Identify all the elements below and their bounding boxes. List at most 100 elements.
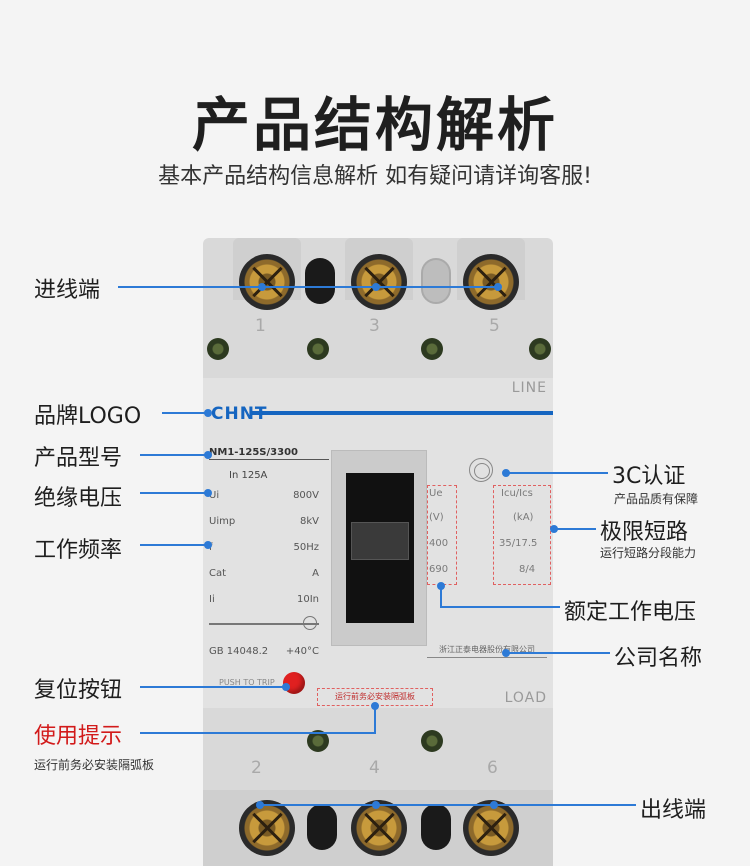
page-subtitle: 基本产品结构信息解析 如有疑问请详询客服! [158, 164, 592, 189]
callout-line [140, 686, 286, 688]
callout-dot [502, 469, 510, 477]
callout-incoming: 进线端 [34, 278, 101, 303]
icu-value: 8/4 [519, 564, 536, 575]
callout-dot [490, 801, 498, 809]
spec-value: A [312, 568, 319, 579]
spec-value: 800V [293, 490, 319, 501]
ue-value: 690 [429, 564, 449, 575]
callout-breaking-sub: 运行短路分段能力 [600, 546, 697, 560]
terminal-hole [421, 804, 451, 850]
load-label: LOAD [504, 690, 547, 706]
terminal-screw-icon [239, 254, 295, 310]
callout-model: 产品型号 [34, 446, 123, 471]
callout-dot [204, 409, 212, 417]
callout-brand-logo: 品牌LOGO [34, 404, 142, 429]
ue-unit: (V) [429, 512, 444, 523]
screw-icon [421, 730, 443, 752]
terminal-number: 1 [255, 316, 266, 336]
terminal-hole [307, 804, 337, 850]
callout-cert-sub: 产品品质有保障 [614, 492, 699, 506]
callout-line [440, 586, 442, 608]
push-to-trip-label: PUSH TO TRIP [219, 678, 275, 687]
callout-dot [550, 525, 558, 533]
callout-company: 公司名称 [614, 646, 703, 671]
breaker-symbol-icon [209, 623, 319, 625]
circuit-breaker-image: 1 3 5 LINE CHNT NM1-125S/3300 In 125A Ui… [203, 238, 553, 866]
icu-box [493, 485, 551, 585]
rated-current: In 125A [229, 470, 268, 481]
callout-line [440, 606, 560, 608]
company-name-label: 浙江正泰电器股份有限公司 [439, 645, 535, 654]
callout-dot [437, 582, 445, 590]
callout-dot [204, 489, 212, 497]
callout-dot [282, 683, 290, 691]
callout-dot [372, 801, 380, 809]
terminal-screw-icon [239, 800, 295, 856]
spec-key: Cat [209, 568, 227, 579]
divider [427, 657, 547, 658]
callout-dot [204, 451, 212, 459]
callout-reset: 复位按钮 [34, 678, 123, 703]
callout-dot [204, 541, 212, 549]
spec-value: 8kV [300, 516, 319, 527]
screw-icon [207, 338, 229, 360]
callout-line [140, 492, 208, 494]
temperature: +40°C [285, 646, 319, 657]
callout-line [374, 706, 376, 734]
spec-key: Ui [209, 490, 220, 501]
callout-dot [371, 702, 379, 710]
standard-code: GB 14048.2 [209, 646, 269, 657]
callout-line [118, 286, 500, 288]
terminal-number: 5 [489, 316, 500, 336]
callout-dot [256, 801, 264, 809]
callout-frequency: 工作频率 [34, 538, 123, 563]
cert-mark-icon [303, 616, 317, 630]
operating-handle[interactable] [351, 522, 409, 560]
brand-stripe [251, 411, 553, 415]
callout-line [140, 732, 376, 734]
model-code: NM1-125S/3300 [209, 447, 298, 458]
terminal-hole [305, 258, 335, 304]
warning-label: 运行前务必安装隔弧板 [335, 692, 415, 701]
callout-line [140, 544, 208, 546]
callout-dot [258, 283, 266, 291]
icu-title: Icu/Ics [501, 488, 533, 499]
callout-dot [372, 283, 380, 291]
screw-icon [307, 730, 329, 752]
terminal-number: 2 [251, 758, 262, 778]
spec-value: 50Hz [293, 542, 320, 553]
spec-key: Uimp [209, 516, 236, 527]
icu-unit: (kA) [513, 512, 534, 523]
terminal-number: 6 [487, 758, 498, 778]
screw-icon [307, 338, 329, 360]
page-title: 产品结构解析 [191, 91, 558, 159]
callout-usage-tip-sub: 运行前务必安装隔弧板 [34, 758, 155, 772]
callout-line [506, 472, 608, 474]
screw-icon [529, 338, 551, 360]
terminal-screw-icon [351, 254, 407, 310]
terminal-screw-icon [463, 800, 519, 856]
callout-line [506, 652, 610, 654]
callout-insulation-voltage: 绝缘电压 [34, 486, 123, 511]
spec-value: 10In [296, 594, 319, 605]
callout-breaking: 极限短路 [600, 520, 689, 545]
callout-dot [494, 283, 502, 291]
callout-line [140, 454, 208, 456]
brand-logo: CHNT [211, 404, 268, 424]
terminal-hole [421, 258, 451, 304]
callout-cert: 3C认证 [612, 464, 686, 489]
terminal-number: 3 [369, 316, 380, 336]
line-label: LINE [511, 380, 547, 396]
terminal-number: 4 [369, 758, 380, 778]
screw-icon [421, 338, 443, 360]
callout-rated-voltage: 额定工作电压 [564, 600, 697, 625]
callout-dot [502, 649, 510, 657]
ccc-cert-icon [469, 458, 493, 482]
callout-line [162, 412, 208, 414]
spec-key: Ii [209, 594, 215, 605]
callout-outgoing: 出线端 [640, 798, 707, 823]
icu-value: 35/17.5 [499, 538, 538, 549]
callout-usage-tip: 使用提示 [34, 724, 123, 749]
ue-title: Ue [429, 488, 443, 499]
terminal-screw-icon [463, 254, 519, 310]
